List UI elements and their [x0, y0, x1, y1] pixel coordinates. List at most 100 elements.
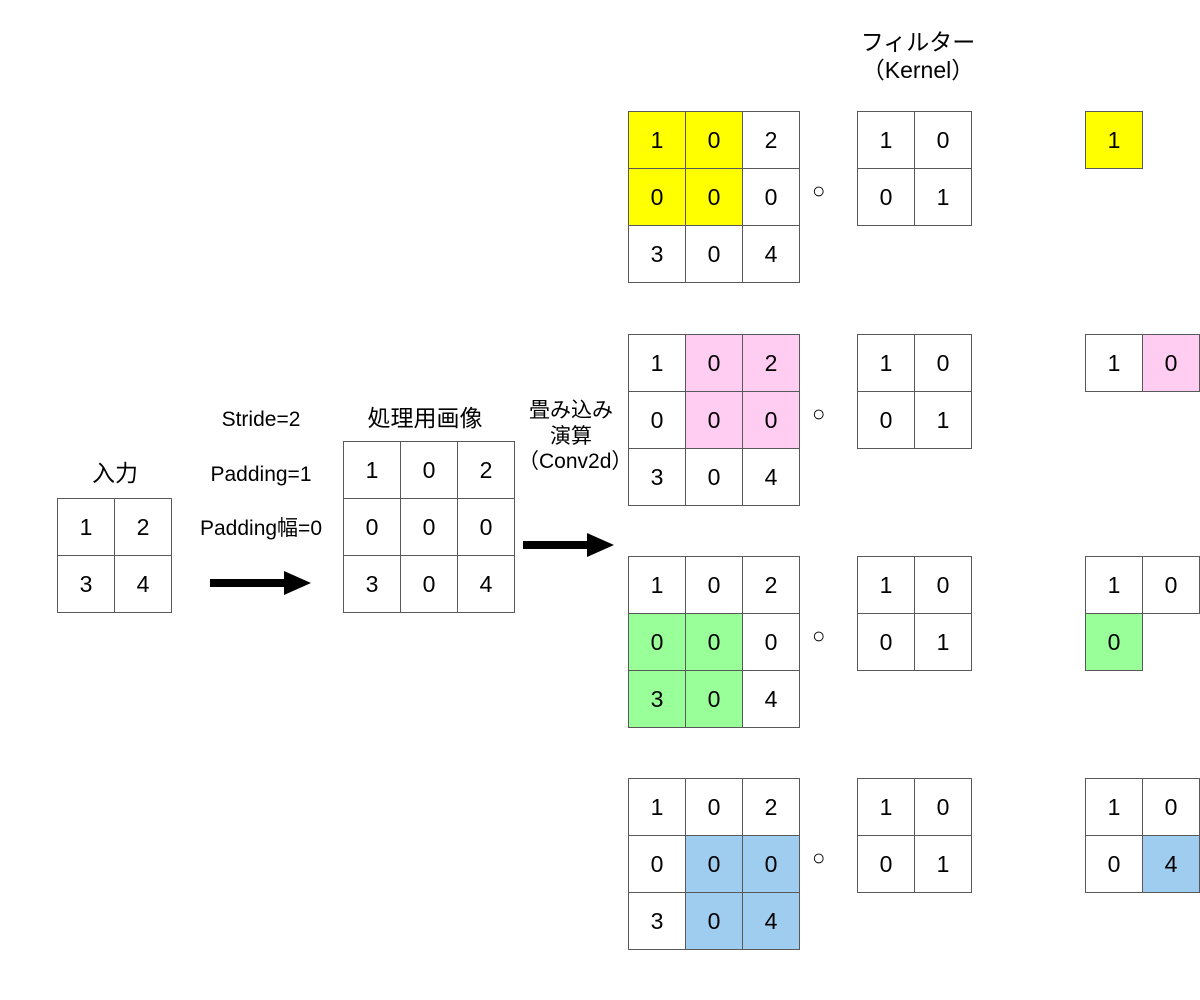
- matrix-cell: 4: [1142, 835, 1200, 893]
- matrix-cell: 1: [1085, 778, 1143, 836]
- matrix-cell: 3: [343, 555, 401, 613]
- matrix-cell: 0: [742, 613, 800, 671]
- stride-label: Stride=2: [221, 408, 301, 431]
- matrix-cell: 4: [457, 555, 515, 613]
- matrix-cell: 0: [628, 391, 686, 449]
- matrix-cell: 0: [857, 391, 915, 449]
- matrix-cell: 0: [400, 441, 458, 499]
- matrix-cell: 1: [628, 778, 686, 836]
- matrix-cell: 0: [628, 835, 686, 893]
- matrix-cell: 0: [1142, 334, 1200, 392]
- matrix-cell: 0: [742, 391, 800, 449]
- matrix-cell: 1: [1085, 111, 1143, 169]
- matrix-cell: 0: [914, 778, 972, 836]
- matrix-cell: 3: [57, 555, 115, 613]
- matrix-cell: 2: [114, 498, 172, 556]
- matrix-cell: 0: [742, 835, 800, 893]
- matrix-cell: 4: [742, 448, 800, 506]
- matrix-cell: 0: [685, 835, 743, 893]
- matrix-row: 0: [1085, 613, 1200, 671]
- matrix-cell: 4: [742, 225, 800, 283]
- matrix-cell: 1: [628, 556, 686, 614]
- matrix-cell: 0: [1085, 613, 1143, 671]
- matrix-cell: 0: [628, 168, 686, 226]
- matrix-cell-empty: [1143, 614, 1200, 671]
- matrix-cell: 0: [685, 556, 743, 614]
- matrix-cell: 1: [628, 334, 686, 392]
- matrix-row: [1086, 392, 1200, 449]
- matrix-cell: 1: [857, 111, 915, 169]
- matrix-cell: 1: [914, 613, 972, 671]
- matrix-cell: 0: [685, 448, 743, 506]
- matrix-cell: 0: [1142, 556, 1200, 614]
- matrix-cell: 0: [628, 613, 686, 671]
- matrix-cell: 4: [742, 670, 800, 728]
- matrix-cell: 0: [400, 498, 458, 556]
- matrix-cell: 0: [1142, 778, 1200, 836]
- matrix-cell-empty: [1086, 392, 1143, 449]
- matrix-cell: 1: [914, 168, 972, 226]
- processed-image-label: 処理用画像: [367, 405, 483, 431]
- matrix-cell: 1: [57, 498, 115, 556]
- matrix-cell: 0: [742, 168, 800, 226]
- step-2-operator-icon: ○: [812, 401, 826, 426]
- matrix-cell: 0: [343, 498, 401, 556]
- matrix-cell: 0: [685, 111, 743, 169]
- matrix-cell-empty: [1143, 392, 1200, 449]
- matrix-cell: 2: [742, 778, 800, 836]
- matrix-cell: 1: [343, 441, 401, 499]
- matrix-cell: 0: [1085, 835, 1143, 893]
- matrix-cell: 0: [914, 334, 972, 392]
- matrix-cell: 0: [685, 334, 743, 392]
- matrix-cell: 0: [400, 555, 458, 613]
- matrix-cell: 1: [857, 556, 915, 614]
- matrix-row: [1086, 169, 1200, 226]
- matrix-cell: 4: [742, 892, 800, 950]
- matrix-cell: 0: [685, 892, 743, 950]
- matrix-cell: 1: [914, 835, 972, 893]
- filter-header-label: フィルター （Kernel）: [860, 29, 976, 84]
- matrix-cell: 3: [628, 670, 686, 728]
- matrix-cell: 4: [114, 555, 172, 613]
- matrix-cell: 0: [457, 498, 515, 556]
- matrix-cell: 1: [914, 391, 972, 449]
- matrix-cell: 0: [685, 168, 743, 226]
- matrix-row: 1: [1085, 111, 1200, 169]
- matrix-cell: 0: [685, 225, 743, 283]
- matrix-cell: 2: [742, 334, 800, 392]
- arrow-processed-to-steps: [523, 532, 615, 558]
